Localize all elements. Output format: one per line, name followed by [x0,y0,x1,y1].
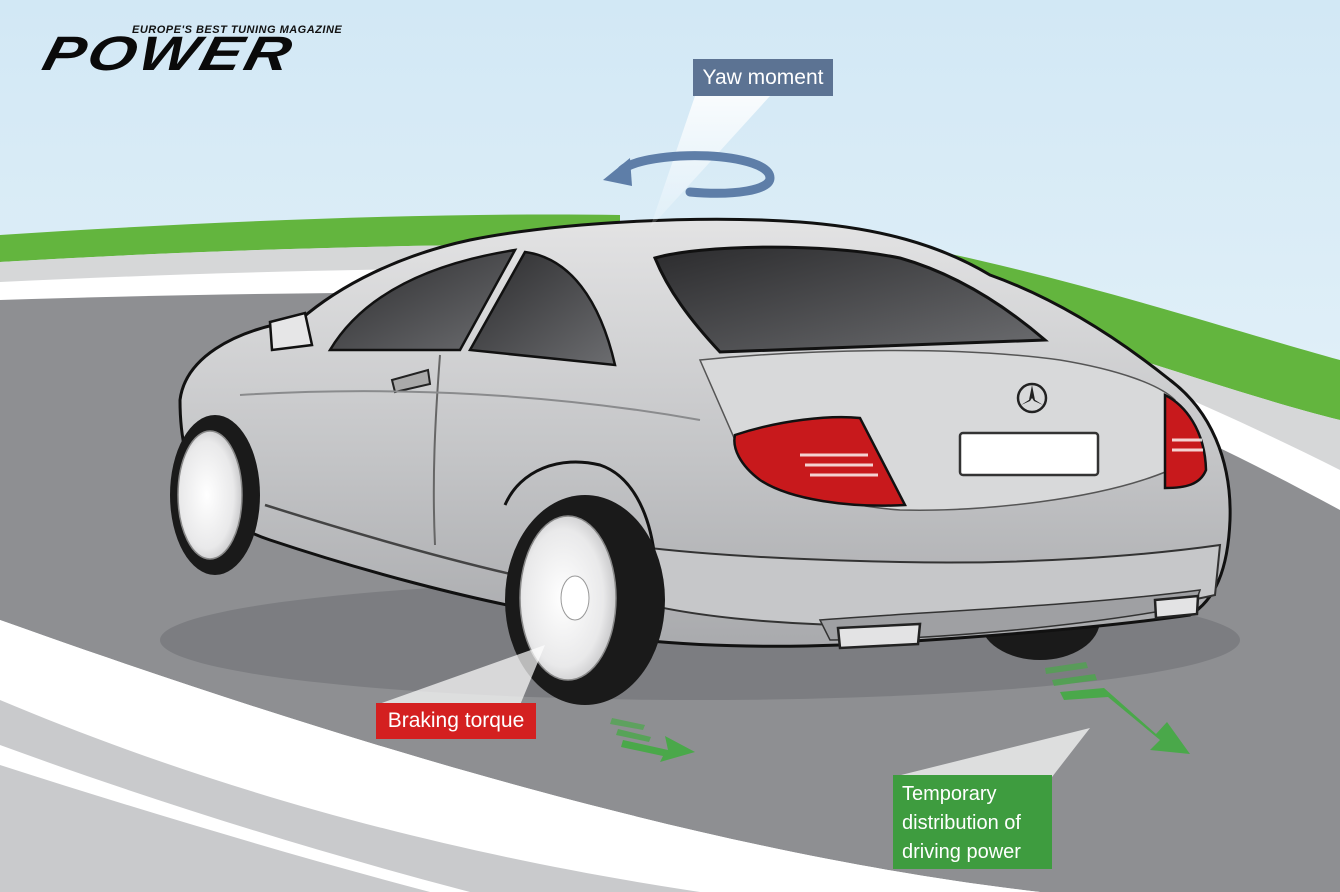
driving-power-label-line-1: Temporary [902,783,997,805]
brake-callout-beam [376,645,545,705]
wheel-front-rim [177,430,243,560]
side-window-front [327,248,518,352]
side-mirror [268,311,314,352]
power-magazine-logo: EUROPE'S BEST TUNING MAGAZINE POWER [37,24,450,94]
exhaust-left [836,622,922,650]
logo-tagline: EUROPE'S BEST TUNING MAGAZINE [132,24,343,36]
driving-power-label-line-3: driving power [902,841,1021,863]
road-sweep-white [0,620,1040,892]
yaw-callout-beam [650,96,770,228]
tail-light-left [733,415,907,507]
car [170,217,1232,705]
side-skirt [264,503,516,577]
mercedes-star-icon [1016,382,1048,414]
road-sweep-grey [0,700,700,892]
braking-torque-label: Braking torque [376,703,536,739]
exhaust-right [1153,594,1200,620]
yaw-rotation-arrow-icon [603,151,775,198]
wheel-arch-rear [503,460,657,561]
driving-power-label: Temporary distribution of driving power [893,775,1052,869]
door-handle [390,368,432,394]
drive-direction-arrow-icon [1045,662,1190,754]
drive-callout-beam [893,728,1090,777]
body-crease [239,390,701,421]
rear-window [652,245,1049,354]
logo-wordmark: POWER [37,26,301,81]
side-window-rear [467,250,617,367]
yaw-moment-label: Yaw moment [693,59,833,96]
door-seam [432,354,441,546]
brake-direction-arrow-icon [610,718,695,762]
grass-left [0,214,620,262]
license-plate [958,431,1100,477]
driving-power-label-line-2: distribution of [902,812,1021,834]
